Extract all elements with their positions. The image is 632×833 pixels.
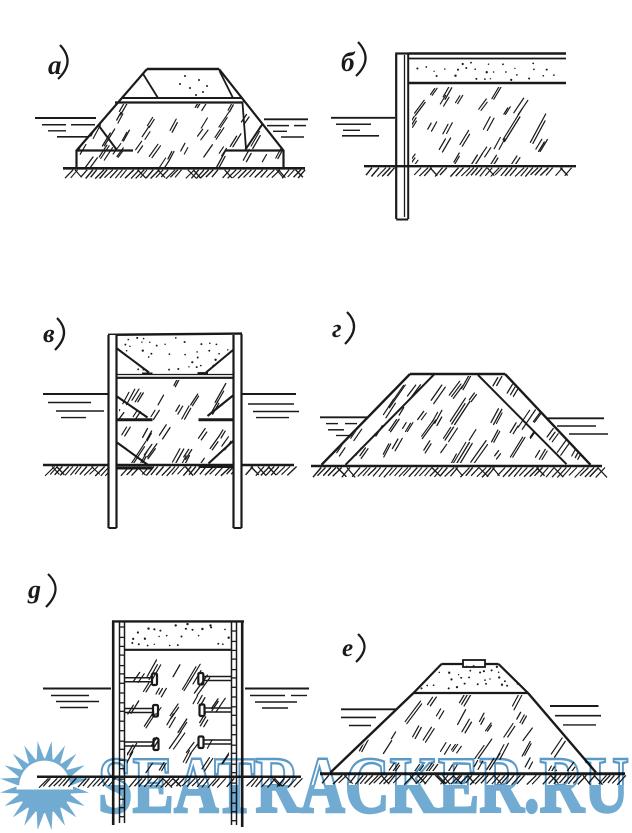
svg-text:SEATRACKER.RU: SEATRACKER.RU bbox=[98, 742, 629, 830]
svg-text:б: б bbox=[341, 47, 356, 77]
svg-text:в: в bbox=[43, 319, 55, 348]
svg-text:е: е bbox=[342, 635, 353, 662]
svg-text:а: а bbox=[48, 50, 62, 80]
svg-text:г: г bbox=[332, 314, 342, 343]
svg-text:SEATRACKER.RU: SEATRACKER.RU bbox=[98, 742, 629, 830]
svg-text:g: g bbox=[27, 575, 41, 604]
